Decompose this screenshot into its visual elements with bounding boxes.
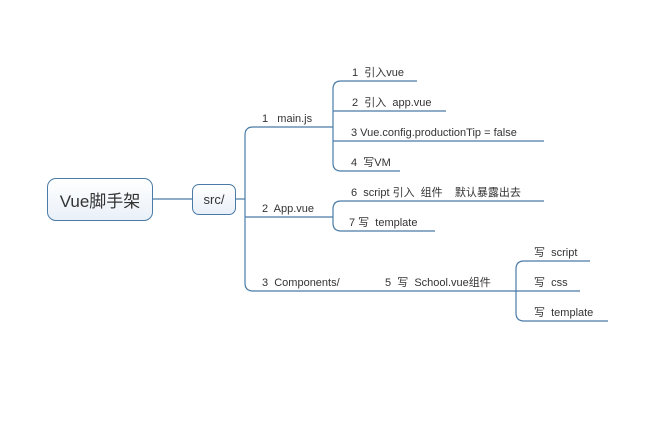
subtopic-app-6[interactable]: 6 script 引入 组件 默认暴露出去 [351,187,521,199]
leaf-css[interactable]: 写 css [534,277,568,289]
subtopic-main-1[interactable]: 1 引入vue [352,67,404,79]
leaf-script[interactable]: 写 script [534,247,578,259]
subtopic-school-vue[interactable]: 5 写 School.vue组件 [385,277,491,289]
root-node[interactable]: Vue脚手架 [47,178,153,221]
src-node[interactable]: src/ [192,184,236,215]
topic-app-vue[interactable]: 2 App.vue [262,203,314,215]
subtopic-main-3[interactable]: 3 Vue.config.productionTip = false [351,127,517,139]
spine-main [332,80,342,172]
topic-components[interactable]: 3 Components/ [262,277,340,289]
spine-level1 [244,126,254,292]
topic-main-js[interactable]: 1 main.js [262,113,313,125]
spine-app [332,200,342,232]
src-label: src/ [203,192,225,207]
subtopic-main-2[interactable]: 2 引入 app.vue [352,97,432,109]
root-label: Vue脚手架 [59,192,141,211]
leaf-template[interactable]: 写 template [534,307,594,319]
subtopic-main-4[interactable]: 4 写VM [351,157,391,169]
subtopic-app-7[interactable]: 7 写 template [349,217,418,229]
